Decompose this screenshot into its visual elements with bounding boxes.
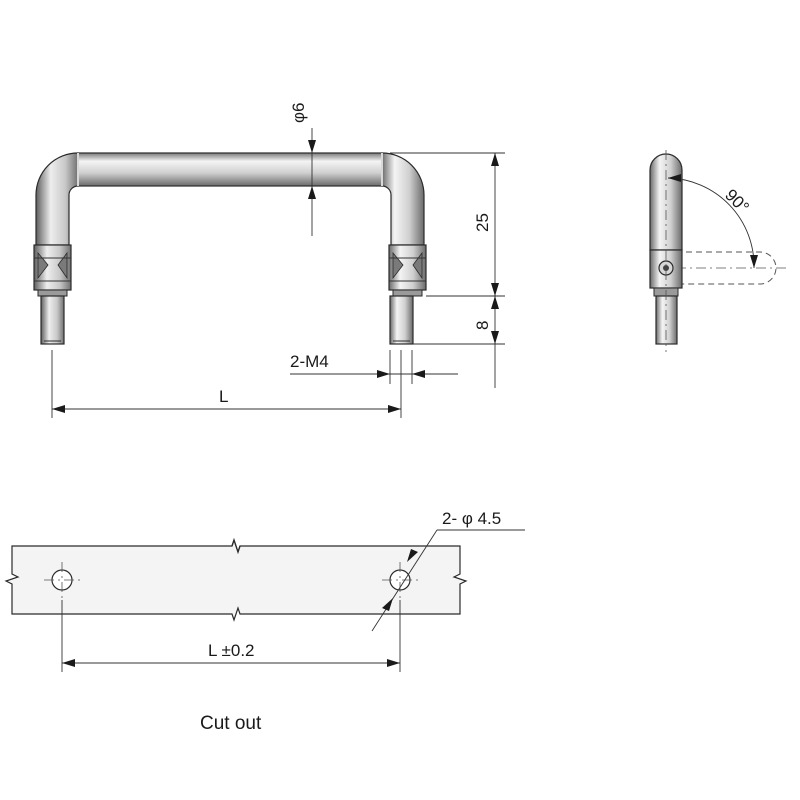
thread-length-label: 8	[473, 321, 492, 330]
right-hinge	[388, 244, 427, 297]
folded-position	[676, 251, 790, 285]
diameter-label: φ6	[289, 103, 308, 123]
front-view: φ6 25 8 2-M4	[33, 103, 505, 418]
thread-dimension: 2-M4	[290, 350, 458, 384]
length-label: L	[219, 387, 228, 406]
cutout-caption: Cut out	[200, 713, 262, 734]
thread-label: 2-M4	[290, 352, 329, 371]
angle-label: 90°	[721, 185, 753, 217]
length-dimension: L	[51, 350, 402, 418]
cutout-view: 2- φ 4.5 L ±0.2 Cut out	[4, 509, 525, 734]
hole-dimension: 2- φ 4.5	[371, 509, 525, 632]
side-view: 90°	[649, 150, 790, 352]
height-label: 25	[473, 213, 492, 232]
handle-bar	[35, 152, 425, 246]
left-stud	[40, 295, 65, 345]
height-dimension: 25 8	[390, 152, 505, 388]
spacing-dimension: L ±0.2	[61, 600, 401, 672]
spacing-label: L ±0.2	[208, 641, 255, 660]
diameter-dimension: φ6	[289, 103, 316, 236]
side-handle	[649, 150, 683, 352]
left-hole	[44, 562, 80, 598]
left-hinge	[33, 244, 72, 297]
right-hole	[382, 562, 418, 598]
right-stud	[389, 295, 414, 345]
panel-section	[4, 537, 468, 622]
hole-label: 2- φ 4.5	[442, 509, 501, 528]
